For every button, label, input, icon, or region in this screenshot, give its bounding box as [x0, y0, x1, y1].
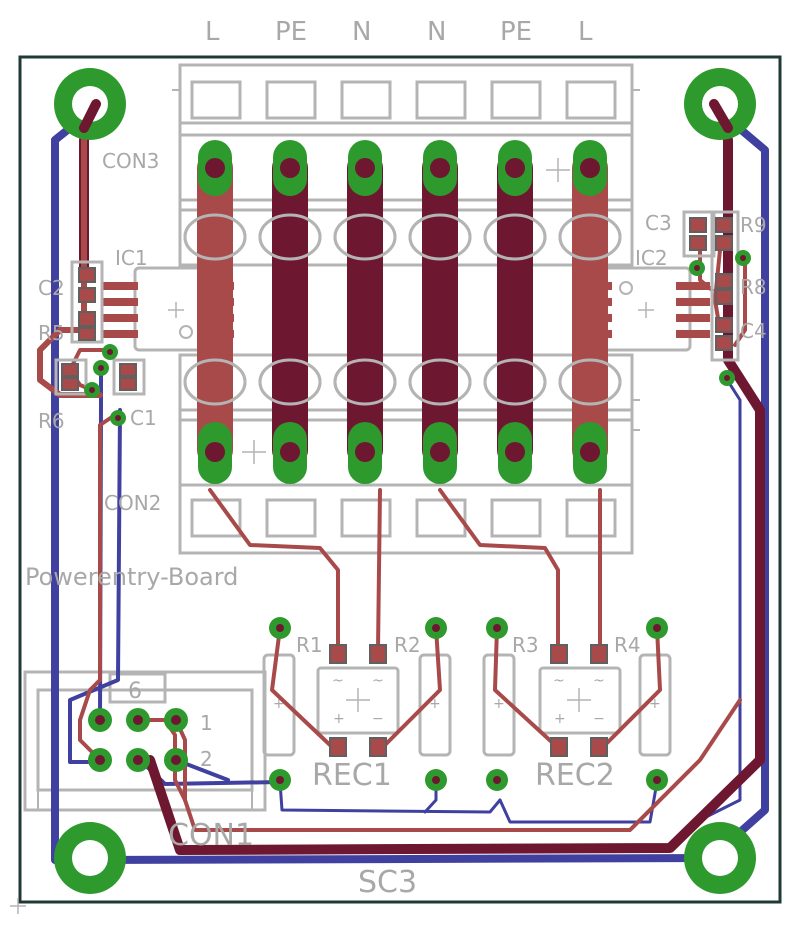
terminal-label-6: L — [578, 17, 593, 47]
rec1-minus: − — [372, 711, 384, 727]
r1-label: R1 — [296, 633, 323, 657]
board-outline — [18, 55, 782, 904]
con1-label: CON1 — [168, 818, 254, 853]
con1-silkscreen — [23, 670, 267, 812]
svg-text:+: + — [649, 696, 661, 712]
r2-body — [418, 653, 452, 757]
svg-text:+: + — [493, 696, 505, 712]
rec2-minus: − — [593, 711, 605, 727]
con2-label: CON2 — [104, 491, 161, 515]
c4-label: C4 — [740, 319, 767, 343]
top-layer-traces — [37, 107, 765, 855]
sc3-label: SC3 — [358, 865, 417, 900]
vias — [84, 250, 751, 791]
con2-pads — [198, 422, 607, 484]
con1-pin1-label: 1 — [200, 711, 213, 735]
terminal-label-5: PE — [500, 17, 532, 47]
ic1-pins — [102, 282, 234, 338]
origin-marks — [10, 158, 654, 914]
terminal-label-2: PE — [275, 17, 307, 47]
r4-label: R4 — [614, 633, 641, 657]
c3-label: C3 — [645, 211, 672, 235]
r4-body — [638, 653, 672, 757]
con3-label: CON3 — [102, 149, 159, 173]
terminal-labels: L PE N N PE L — [205, 17, 593, 47]
r5-label: R5 — [38, 321, 65, 345]
con1-pin2-label: 2 — [200, 747, 213, 771]
r9-label: R9 — [740, 213, 767, 237]
svg-text:+: + — [429, 696, 441, 712]
c2-label: C2 — [38, 276, 65, 300]
terminal-label-3: N — [352, 17, 371, 47]
rec1-label: REC1 — [312, 758, 392, 793]
ic2-pins — [578, 282, 710, 338]
mounting-holes — [54, 68, 756, 894]
r2-label: R2 — [394, 633, 421, 657]
rec1-plus: + — [333, 711, 345, 727]
rec2-body — [538, 666, 622, 735]
r3-label: R3 — [512, 633, 539, 657]
svg-text:+: + — [273, 696, 285, 712]
terminal-label-4: N — [427, 17, 446, 47]
rec-pads — [329, 644, 608, 757]
rec2-label: REC2 — [535, 758, 615, 793]
r8-label: R8 — [740, 275, 767, 299]
con3-pads — [198, 140, 607, 196]
rec1-body — [316, 666, 400, 735]
rec2-ac-right: ~ — [593, 673, 605, 689]
ic1-label: IC1 — [115, 246, 148, 270]
rec1-ac-left: ~ — [332, 673, 344, 689]
rec2-plus: + — [554, 711, 566, 727]
c1-label: C1 — [130, 406, 157, 430]
con1-pins — [88, 708, 188, 772]
con1-pin6-label: 6 — [128, 679, 142, 704]
r6-label: R6 — [38, 409, 65, 433]
terminal-label-1: L — [205, 17, 220, 47]
smd-parts — [54, 210, 740, 396]
board-name-label: Powerentry-Board — [25, 563, 238, 591]
rec2-ac-left: ~ — [553, 673, 565, 689]
ic2-label: IC2 — [635, 246, 668, 270]
con3-silkscreen — [172, 63, 640, 267]
rec1-ac-right: ~ — [372, 673, 384, 689]
